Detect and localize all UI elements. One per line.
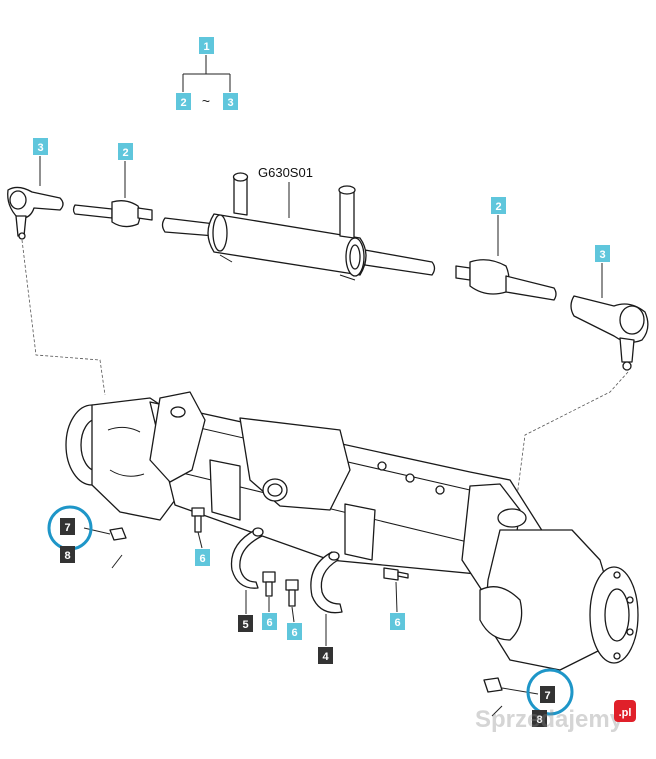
inner-joint-left xyxy=(72,200,153,228)
pin-left xyxy=(111,554,123,569)
svg-text:6: 6 xyxy=(394,617,400,629)
callout-top-1: 1 xyxy=(199,37,214,54)
legend-tilde: ~ xyxy=(202,93,210,109)
callout-clamp-left: 5 xyxy=(238,615,253,632)
legend-bracket xyxy=(182,55,231,92)
svg-text:2: 2 xyxy=(180,97,186,109)
watermark: Sprzedajemy xyxy=(475,706,624,733)
watermark-logo: .pl xyxy=(614,700,636,722)
svg-text:7: 7 xyxy=(64,522,70,534)
callout-inner-joint-right: 2 xyxy=(491,197,506,214)
svg-text:2: 2 xyxy=(495,201,501,213)
nut-right xyxy=(483,677,503,693)
steering-cylinder xyxy=(161,172,436,281)
watermark-text: Sprzedajemy xyxy=(475,706,624,733)
pin-right xyxy=(491,705,503,717)
svg-text:6: 6 xyxy=(266,617,272,629)
dashed-leader-right xyxy=(514,371,629,513)
callout-bolt-right: 6 xyxy=(390,613,405,630)
leader-bolt-left xyxy=(197,531,203,549)
callout-pin-right: 8 xyxy=(532,710,547,727)
svg-text:2: 2 xyxy=(122,147,128,159)
leader-bolt-mid-b xyxy=(291,606,295,623)
highlight-nut-right xyxy=(526,668,574,716)
callout-top-2: 2 xyxy=(176,93,191,110)
svg-text:3: 3 xyxy=(599,249,605,261)
svg-text:3: 3 xyxy=(37,142,43,154)
svg-text:7: 7 xyxy=(544,690,550,702)
callout-tie-rod-end-left: 3 xyxy=(33,138,48,155)
bolt-mid-a xyxy=(262,571,276,597)
watermark-suffix: .pl xyxy=(619,707,632,719)
leader-nut-right xyxy=(501,687,539,695)
callout-bolt-left: 6 xyxy=(195,549,210,566)
dashed-leader-left xyxy=(21,239,106,396)
callout-clamp-right: 4 xyxy=(318,647,333,664)
clamp-right xyxy=(310,551,343,614)
svg-text:3: 3 xyxy=(227,97,233,109)
callout-pin-left: 8 xyxy=(60,546,75,563)
callout-nut-right: 7 xyxy=(540,686,555,703)
axle-housing xyxy=(65,391,639,671)
drawing-code: G630S01 xyxy=(258,165,313,180)
nut-left xyxy=(109,527,127,541)
svg-text:6: 6 xyxy=(291,627,297,639)
callout-bolt-mid-b: 6 xyxy=(287,623,302,640)
clamp-left xyxy=(230,527,264,589)
svg-text:8: 8 xyxy=(536,714,542,726)
callout-tie-rod-end-right: 3 xyxy=(595,245,610,262)
callout-top-3: 3 xyxy=(223,93,238,110)
bolt-mid-b xyxy=(285,579,299,607)
tie-rod-end-right xyxy=(570,295,649,371)
callout-inner-joint-left: 2 xyxy=(118,143,133,160)
bolt-right xyxy=(383,567,409,581)
svg-text:6: 6 xyxy=(199,553,205,565)
leader-nut-left xyxy=(83,527,111,535)
inner-joint-right xyxy=(455,259,557,301)
svg-text:1: 1 xyxy=(203,41,209,53)
tie-rod-end-left xyxy=(7,186,64,240)
bolt-left xyxy=(191,507,205,533)
callout-bolt-mid-a: 6 xyxy=(262,613,277,630)
svg-text:8: 8 xyxy=(64,550,70,562)
callout-nut-left: 7 xyxy=(60,518,75,535)
leader-bolt-right xyxy=(395,581,398,613)
svg-text:4: 4 xyxy=(322,651,329,663)
svg-text:5: 5 xyxy=(242,619,248,631)
